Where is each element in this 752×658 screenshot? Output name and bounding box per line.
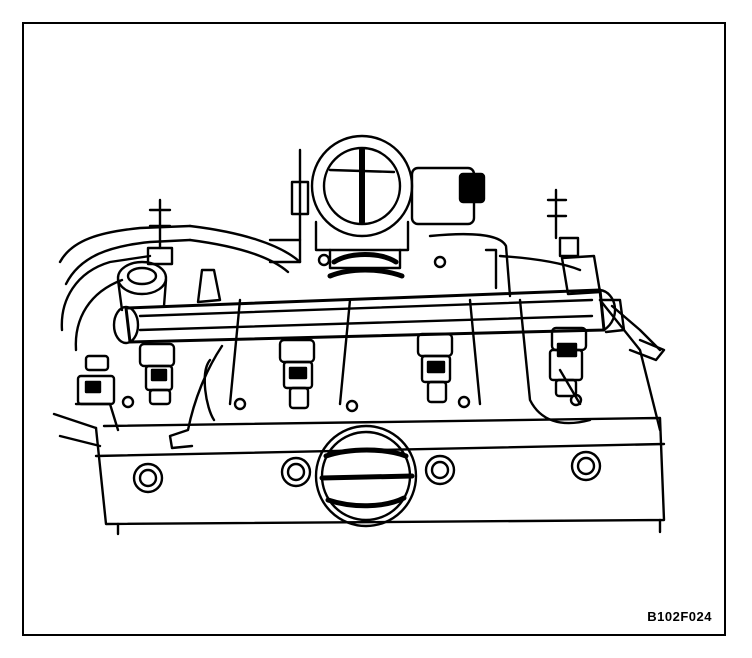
center-cover	[314, 424, 418, 528]
left-connectors	[74, 344, 224, 450]
fuel-injectors	[138, 326, 588, 410]
injector-1	[138, 342, 176, 406]
figure-code: B102F024	[647, 609, 712, 624]
intake-manifold	[203, 232, 662, 432]
manifold-bolts	[121, 253, 583, 413]
figure-border	[22, 22, 726, 636]
left-hoses	[58, 224, 302, 352]
fuel-fittings	[116, 188, 666, 362]
injector-2	[278, 338, 316, 410]
fuel-rail	[112, 288, 617, 345]
injector-3	[416, 332, 454, 404]
injector-4	[548, 326, 588, 398]
throttle-body	[268, 134, 486, 279]
